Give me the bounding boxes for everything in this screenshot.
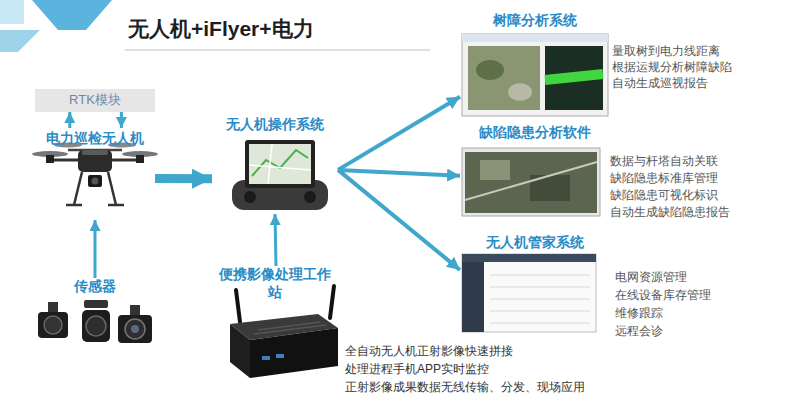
node-heading: 电力巡检无人机 [35,130,155,148]
tablet-screen [249,144,311,184]
drone-top [82,150,108,155]
node-note: 处理进程手机APP实时监控 [345,362,632,377]
aerial-patch [476,60,504,80]
camera-lens [44,316,62,334]
camera-mount [84,300,108,308]
aerial-view [465,152,597,213]
table-rule [490,311,590,312]
sensor-node: 传感器 [35,278,155,360]
aerial-road [465,162,597,200]
flow-arrow [155,174,212,183]
node-note: 缺陷隐患可视化标识 [610,188,775,203]
screenshot-frame [462,34,608,116]
box-port [262,356,270,360]
drone-leg [74,172,82,205]
node-heading: RTK模块 [69,92,121,108]
camera-glass [131,325,139,333]
box-front [250,328,338,378]
software-node: 缺陷隐患分析软件数据与杆塔自动关联缺陷隐患标准库管理缺陷隐患可视化标识自动生成缺… [460,124,775,218]
flow-arrow [120,112,123,128]
drone-camera [88,175,102,187]
corner-square [0,0,24,24]
screenshot-header [462,254,596,262]
aerial-patch [480,160,510,180]
table-rule [490,299,590,300]
software-node: 树障分析系统量取树到电力线距离根据运规分析树障缺陷自动生成巡视报告 [460,12,775,118]
antenna [236,290,240,322]
corner-band [32,0,112,30]
screenshot-frame [462,254,596,332]
table-rule [490,323,590,324]
flow-arrow [338,97,460,170]
node-heading: 无人机操作系统 [212,116,338,134]
tablet-frame [245,140,315,188]
camera-lens [125,319,145,339]
drone-leg [108,172,116,205]
map-route [252,150,308,176]
aerial-patch [508,83,532,101]
node-note: 数据与杆塔自动关联 [610,154,775,169]
drone-body [78,150,112,172]
camera-lens [86,316,106,336]
node-note: 量取树到电力线距离 [612,44,775,59]
map-road [268,144,272,184]
pointcloud-band [545,74,603,80]
screenshot-toolbar [462,34,608,42]
workstation-node: 便携影像处理工作站全自动无人机正射影像快速拼接处理进程手机APP实时监控正射影像… [212,266,632,398]
aerial-view [468,46,540,110]
box-fin [258,322,320,330]
node-note: 远程会诊 [615,324,775,339]
node-note: 自动生成巡视报告 [612,76,775,91]
corner-band [0,30,40,52]
drone-motor [46,155,54,163]
node-note: 电网资源管理 [615,270,775,285]
camera-body [38,312,68,338]
box-side [230,324,250,378]
camera-body [118,315,152,343]
drone-motor [136,155,144,163]
node-heading: 树障分析系统 [460,12,610,30]
node-note: 维修跟踪 [615,306,775,321]
flow-arrow [94,220,97,278]
node-note: 正射影像成果数据无线传输、分发、现场应用 [345,380,632,395]
joystick [244,191,256,203]
title-rule [125,49,430,51]
camera-body [82,310,110,342]
flow-arrow [338,170,460,270]
node-heading: 便携影像处理工作站 [216,266,334,301]
node-heading: 缺陷隐患分析软件 [460,124,610,142]
map-road [249,165,311,170]
camera-mount [48,302,58,312]
joystick [304,191,316,203]
module-box: RTK模块 [35,89,155,112]
flow-arrow [68,112,71,128]
diagram-title: 无人机+iFlyer+电力 [128,15,314,43]
node-note: 自动生成缺陷隐患报告 [610,205,775,220]
node-note: 在线设备库存管理 [615,288,775,303]
drone-foot [66,204,82,207]
box-fin [254,325,326,334]
node-heading: 传感器 [35,278,155,296]
box-port [276,354,284,358]
screenshot-frame [462,148,600,216]
node-note: 全自动无人机正射影像快速拼接 [345,344,632,359]
drone-node: 电力巡检无人机 [35,128,155,220]
table-rule [490,287,590,288]
flow-arrow [338,170,460,176]
system-node: 无人机操作系统 [212,116,338,214]
node-note: 缺陷隐患标准库管理 [610,171,775,186]
software-node: 无人机管家系统电网资源管理在线设备库存管理维修跟踪远程会诊 [460,234,775,334]
node-heading: 无人机管家系统 [460,234,610,252]
antenna [330,286,334,318]
drone-lens [92,178,99,185]
pointcloud-view [545,46,603,110]
node-note: 根据运规分析树障缺陷 [612,60,775,75]
camera-mount [130,305,140,315]
screenshot-sidebar [462,262,484,332]
drone-foot [108,204,124,207]
flow-arrow [275,214,276,266]
table-rule [490,275,590,276]
